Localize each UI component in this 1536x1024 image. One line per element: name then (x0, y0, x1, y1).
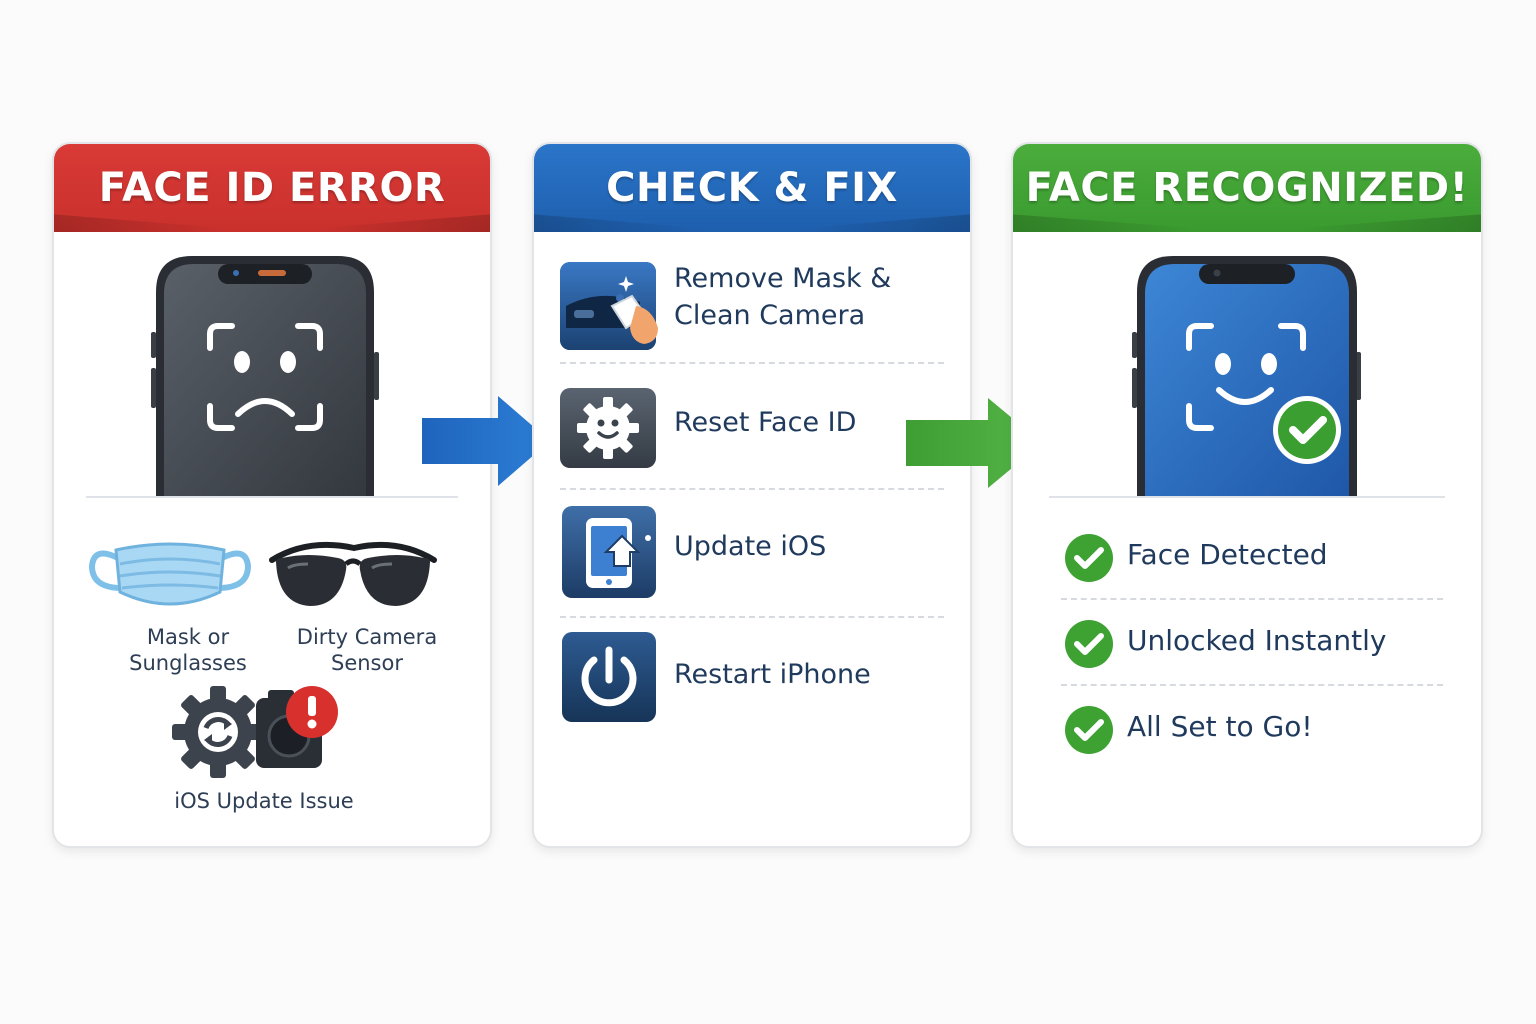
face-gear-icon (560, 388, 656, 468)
step-divider (560, 616, 944, 618)
step-remove-mask-label: Remove Mask & Clean Camera (674, 260, 891, 334)
step-divider (560, 488, 944, 490)
step-restart-iphone-label: Restart iPhone (674, 659, 871, 690)
power-icon (562, 632, 656, 722)
clean-camera-icon (560, 262, 658, 350)
step-update-ios-label: Update iOS (674, 531, 827, 562)
result-divider (1061, 598, 1443, 600)
cause-dirty-camera-label: Dirty Camera Sensor (296, 625, 438, 675)
divider (1049, 496, 1445, 498)
panel-title-success: FACE RECOGNIZED! (1013, 144, 1481, 232)
face-id-error-panel: FACE ID ERROR (52, 142, 492, 848)
check-and-fix-panel: CHECK & FIX Remove Mask & Clean Camera (532, 142, 972, 848)
step-remove-mask-line1: Remove Mask & (674, 263, 892, 294)
face-recognized-panel: FACE RECOGNIZED! Face Detected (1011, 142, 1483, 848)
settings-alert-icon (172, 686, 338, 778)
step-reset-face-id-label: Reset Face ID (674, 407, 857, 438)
result-unlocked-label: Unlocked Instantly (1127, 624, 1387, 657)
arrow-right-icon (906, 398, 1042, 488)
step-remove-mask-line2: Clean Camera (674, 300, 866, 331)
result-face-detected-label: Face Detected (1127, 538, 1328, 571)
phone-sad-face-icon (151, 256, 379, 498)
panel-title-error: FACE ID ERROR (54, 144, 490, 232)
sunglasses-icon (269, 541, 437, 606)
result-divider (1061, 684, 1443, 686)
check-circle-icon (1065, 620, 1113, 668)
cause-mask-label: Mask or Sunglasses (129, 625, 247, 675)
divider (86, 496, 458, 498)
panel-title-fix: CHECK & FIX (534, 144, 970, 232)
check-circle-icon (1065, 534, 1113, 582)
step-divider (560, 362, 944, 364)
check-circle-icon (1065, 706, 1113, 754)
phone-update-icon (562, 506, 656, 598)
cause-ios-update-label: iOS Update Issue (174, 789, 354, 813)
result-all-set-label: All Set to Go! (1127, 710, 1313, 743)
mask-icon (88, 542, 252, 606)
phone-happy-face-icon (1132, 256, 1361, 498)
arrow-right-icon (422, 396, 550, 486)
